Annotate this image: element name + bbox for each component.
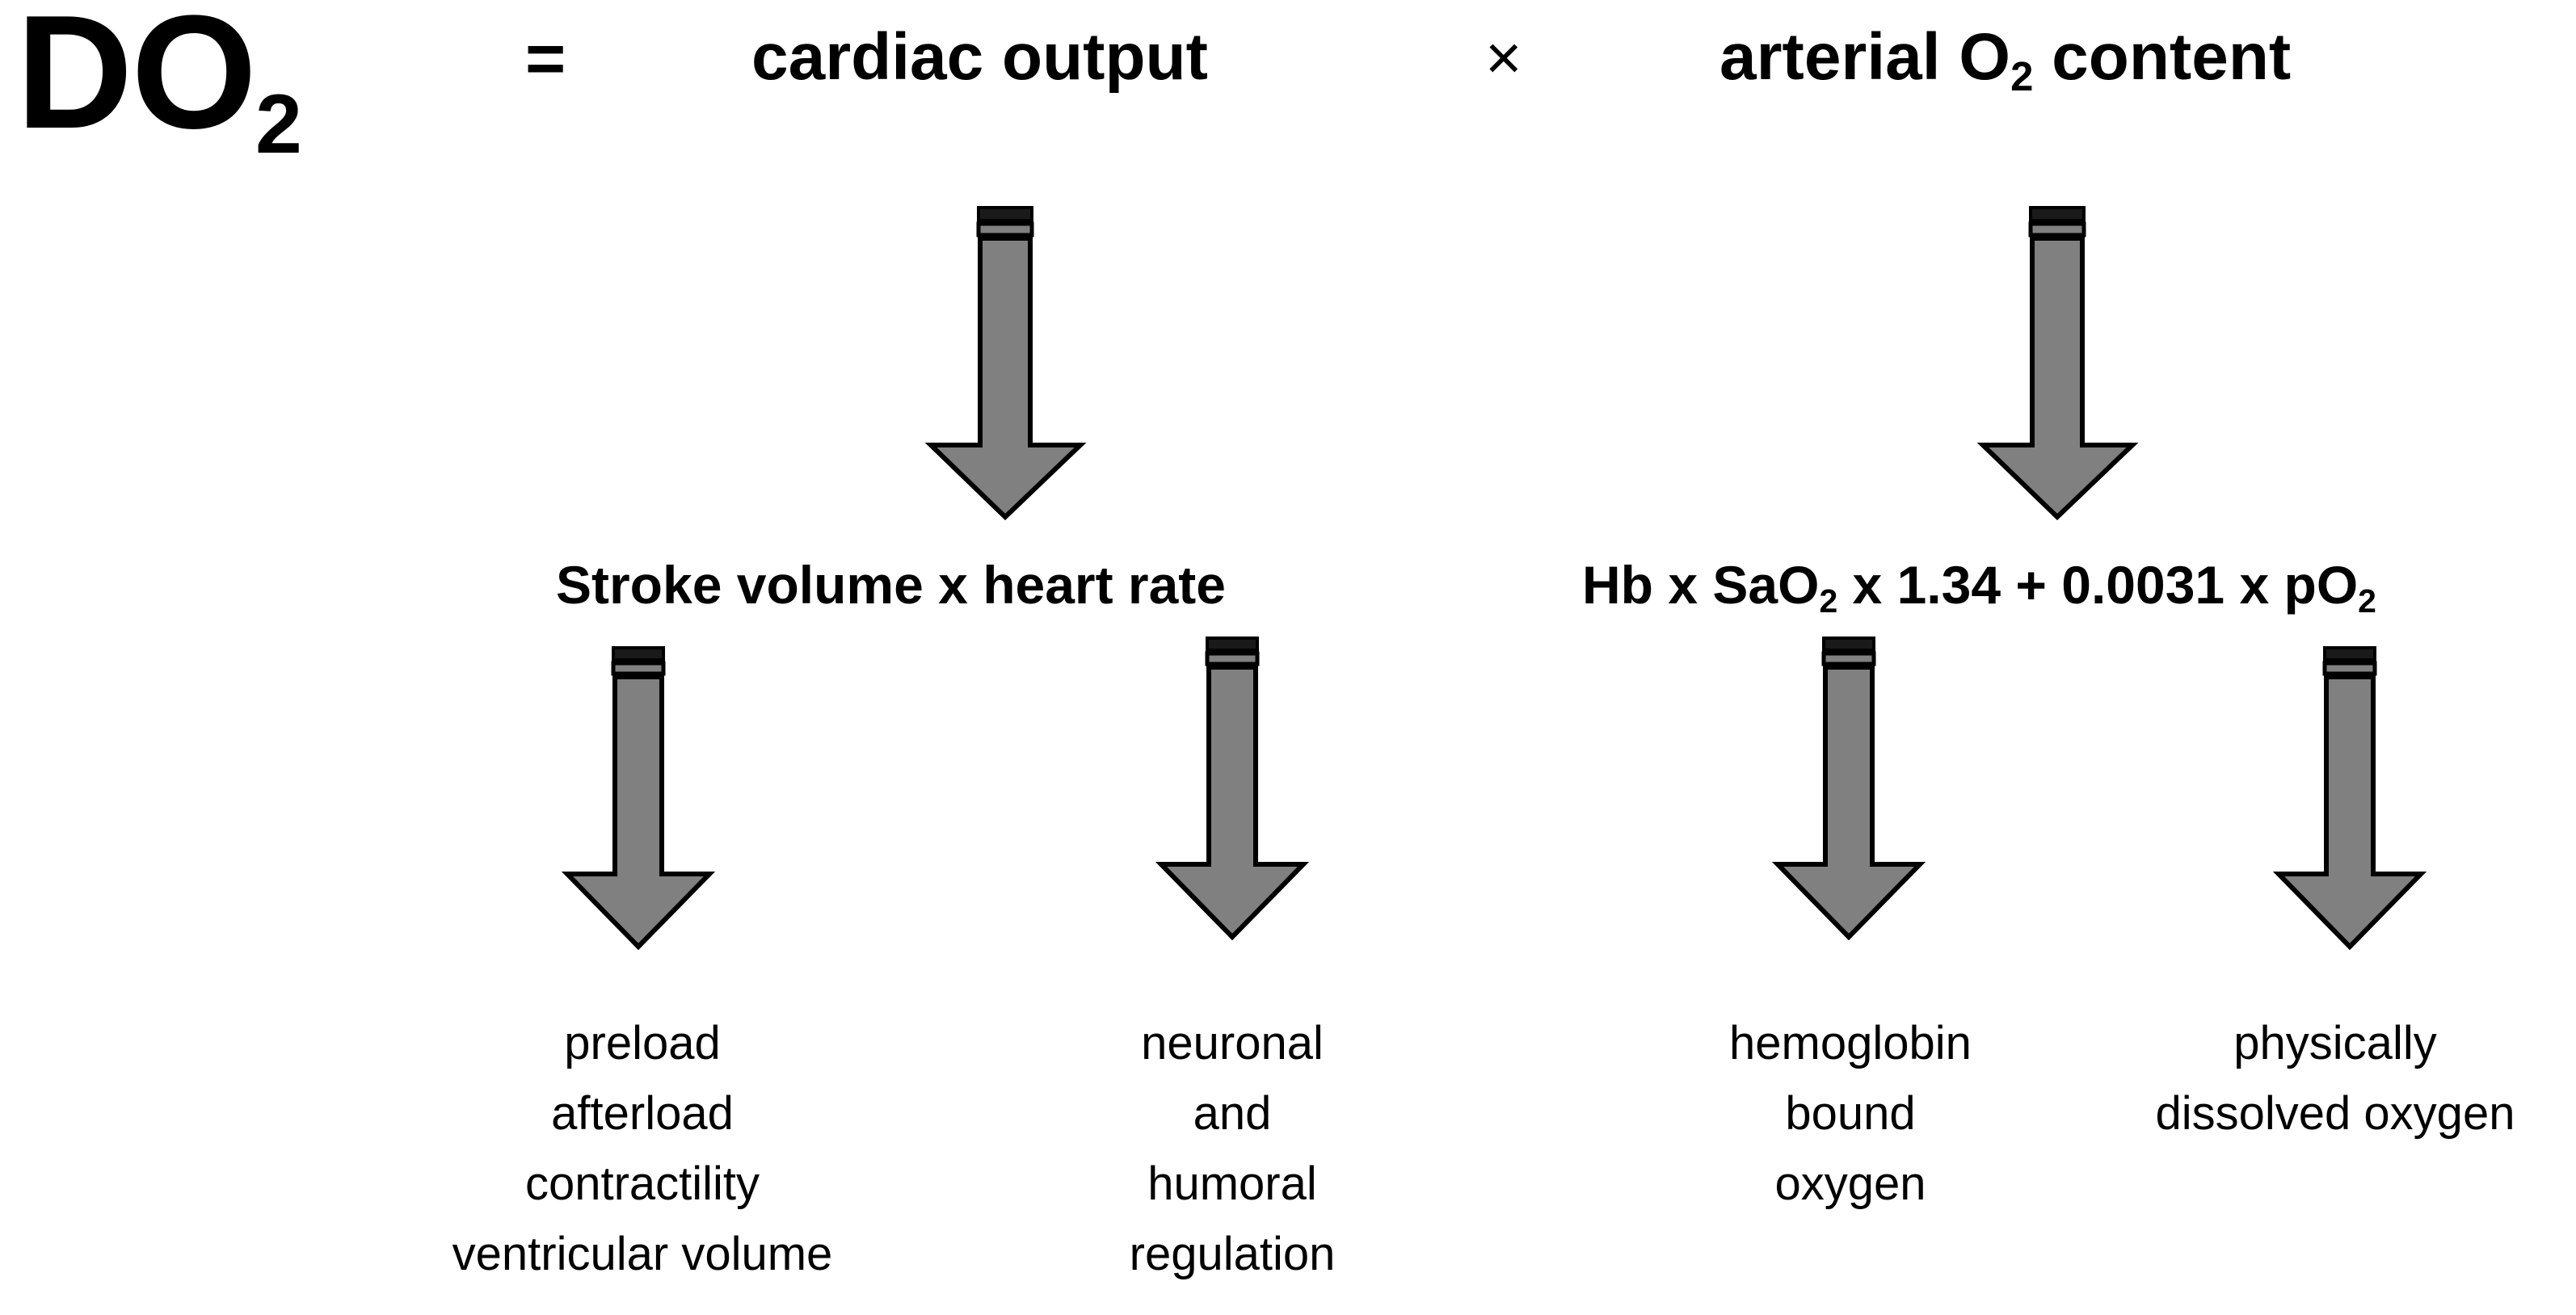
- leaf-line: afterload: [551, 1087, 734, 1140]
- term-stroke-volume-heart-rate: Stroke volume x heart rate: [556, 556, 1226, 615]
- leaf-column-heart-rate: neuronal and humoral regulation: [1006, 1008, 1458, 1289]
- term-arterial-o2-formula: Hb x SaO2 x 1.34 + 0.0031 x pO2: [1582, 555, 2376, 620]
- term-cardiac-output: cardiac output: [751, 20, 1208, 94]
- term-po2-subscript: 2: [2358, 582, 2376, 620]
- term-arterial-o2-content: arterial O2 content: [1719, 20, 2292, 99]
- term-cardiac-output-label: cardiac output: [751, 20, 1208, 94]
- leaf-line: neuronal: [1141, 1017, 1324, 1069]
- leaf-line: and: [1193, 1087, 1272, 1140]
- arrow-cardiac-output: [917, 206, 1091, 521]
- leaf-line: ventricular volume: [452, 1228, 833, 1280]
- page-title-do2: DO2: [16, 0, 302, 166]
- leaf-line: dissolved oxygen: [2155, 1087, 2515, 1140]
- arrow-heart-rate: [1151, 636, 1313, 942]
- page-title-do2-subscript: 2: [255, 78, 302, 172]
- leaf-column-stroke-volume: preload afterload contractility ventricu…: [396, 1008, 889, 1289]
- arrow-stroke-volume: [558, 646, 719, 952]
- arrow-arterial-o2-content: [1969, 206, 2143, 521]
- leaf-line: bound: [1785, 1087, 1916, 1140]
- leaf-line: oxygen: [1774, 1157, 1926, 1210]
- leaf-line: hemoglobin: [1729, 1017, 1972, 1069]
- term-arterial-o2-content-subscript: 2: [2010, 53, 2034, 100]
- leaf-line: humoral: [1147, 1157, 1317, 1210]
- leaf-line: contractility: [524, 1157, 760, 1210]
- page-title-do2-main: DO: [16, 0, 257, 162]
- arrow-po2: [2269, 646, 2431, 952]
- term-hb-sao2: Hb x SaO: [1582, 555, 1820, 615]
- term-stroke-volume-heart-rate-label: Stroke volume x heart rate: [556, 555, 1226, 615]
- term-sao2-subscript: 2: [1819, 582, 1838, 620]
- term-constants: x 1.34 + 0.0031 x pO: [1837, 555, 2359, 615]
- equals-sign: =: [525, 20, 566, 98]
- leaf-line: physically: [2233, 1017, 2437, 1069]
- leaf-column-hemoglobin-bound-oxygen: hemoglobin bound oxygen: [1624, 1008, 2077, 1219]
- arrow-hb-sao2: [1768, 636, 1930, 942]
- term-arterial-o2-content-suffix: content: [2033, 20, 2292, 94]
- leaf-line: regulation: [1129, 1228, 1336, 1280]
- multiply-sign: ×: [1485, 22, 1522, 93]
- term-arterial-o2-content-label: arterial O: [1719, 20, 2011, 94]
- leaf-line: preload: [564, 1017, 721, 1069]
- leaf-column-dissolved-oxygen: physically dissolved oxygen: [2109, 1008, 2561, 1149]
